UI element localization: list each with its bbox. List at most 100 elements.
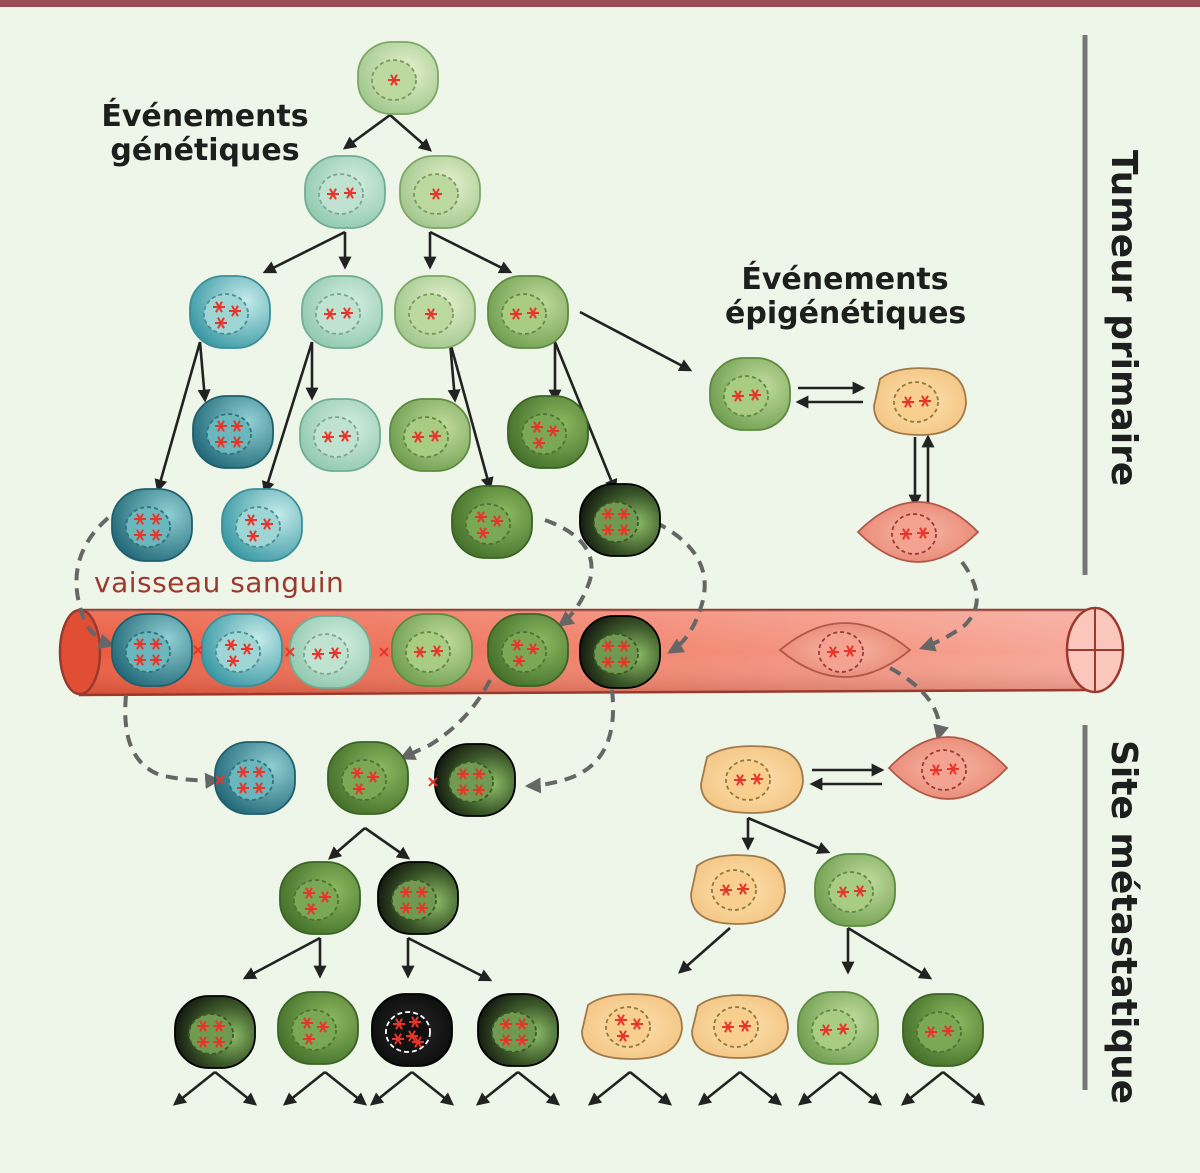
- cell: [304, 155, 386, 229]
- lineage-arrow: [839, 1070, 883, 1106]
- cell: [389, 398, 471, 472]
- migration-arrow: [399, 679, 492, 760]
- cell-nucleus: [891, 513, 937, 555]
- lineage-arrow: [411, 1070, 455, 1106]
- mutation-mark: [602, 508, 614, 520]
- adhesion-mark: [379, 647, 389, 657]
- mutation-mark: [516, 1018, 528, 1030]
- lineage-arrow: [678, 927, 731, 974]
- lineage-arrow: [261, 341, 314, 495]
- cell: [111, 613, 193, 687]
- mutation-mark: [457, 768, 469, 780]
- cell: [902, 993, 984, 1067]
- cell: [581, 993, 683, 1060]
- mutation-mark: [237, 782, 249, 794]
- mutation-mark: [837, 886, 849, 898]
- mutation-mark: [253, 766, 265, 778]
- mutation-mark: [341, 307, 353, 319]
- cell: [477, 993, 559, 1067]
- cell: [507, 395, 589, 469]
- mutation-mark: [919, 395, 931, 407]
- cell-nucleus: [711, 869, 757, 911]
- cell: [192, 395, 274, 469]
- lineage-arrow: [900, 1070, 944, 1106]
- lineage-arrow: [448, 341, 494, 491]
- mutation-mark: [400, 886, 412, 898]
- migration-arrows: [74, 516, 979, 794]
- mutation-mark: [473, 784, 485, 796]
- mutation-mark: [618, 640, 630, 652]
- cell-nucleus: [811, 1009, 857, 1051]
- cell-nucleus: [593, 501, 639, 543]
- mutation-mark: [339, 430, 351, 442]
- mutation-mark: [213, 1020, 225, 1032]
- top-bar: [0, 0, 1200, 7]
- mutation-mark: [416, 886, 428, 898]
- cell-nucleus: [593, 633, 639, 675]
- lineage-arrow: [154, 341, 202, 493]
- mutation-mark: [412, 1036, 424, 1048]
- cell: [174, 995, 256, 1069]
- cell: [691, 994, 789, 1059]
- mutation-mark: [827, 646, 839, 658]
- cell: [394, 275, 476, 349]
- lineage-arrow: [407, 936, 493, 982]
- lineage-arrow: [214, 1070, 258, 1106]
- migration-arrow: [889, 666, 949, 742]
- lineage-arrow: [282, 1070, 326, 1106]
- cell: [377, 861, 459, 935]
- mutation-mark: [225, 639, 237, 651]
- mutation-mark: [631, 1018, 643, 1030]
- mutation-mark: [322, 431, 334, 443]
- cell: [214, 741, 296, 815]
- mutation-mark: [231, 420, 243, 432]
- mutation-mark: [303, 887, 315, 899]
- mutation-mark: [527, 643, 539, 655]
- cell: [111, 488, 193, 562]
- cell-nucleus: [723, 375, 769, 417]
- mutation-mark: [229, 305, 241, 317]
- cell: [797, 991, 879, 1065]
- mutation-mark: [197, 1020, 209, 1032]
- cell: [201, 613, 283, 687]
- cell-nucleus: [448, 761, 494, 803]
- mutation-mark: [500, 1018, 512, 1030]
- mutation-mark: [393, 1018, 405, 1030]
- adhesion-mark: [285, 647, 295, 657]
- mutation-mark: [720, 884, 732, 896]
- mutation-mark: [312, 648, 324, 660]
- cell-nucleus: [405, 631, 451, 673]
- mutation-mark: [751, 773, 763, 785]
- mutation-mark: [602, 640, 614, 652]
- adhesion-mark: [193, 645, 203, 655]
- mutation-mark: [602, 656, 614, 668]
- cell-nucleus: [303, 633, 349, 675]
- cell-nucleus: [465, 503, 511, 545]
- mutation-mark: [477, 527, 489, 539]
- cell: [887, 736, 1009, 800]
- mutation-mark: [213, 301, 225, 313]
- mutation-mark: [917, 527, 929, 539]
- lineage-arrow: [262, 230, 346, 274]
- mutation-mark: [329, 647, 341, 659]
- cell: [434, 743, 516, 817]
- cell: [189, 275, 271, 349]
- mutation-mark: [900, 528, 912, 540]
- lineage-arrow: [328, 827, 366, 860]
- mutation-mark: [303, 1033, 315, 1045]
- migration-arrow: [654, 520, 707, 654]
- mutation-mark: [513, 655, 525, 667]
- mutation-mark: [739, 1020, 751, 1032]
- mutation-mark: [617, 1030, 629, 1042]
- cell-nucleus: [125, 506, 171, 548]
- cell-nucleus: [521, 413, 567, 455]
- mutation-mark: [327, 188, 339, 200]
- mutation-mark: [213, 1036, 225, 1048]
- lineage-arrow: [942, 1070, 986, 1106]
- cell-nucleus: [501, 293, 547, 335]
- mutation-mark: [722, 1021, 734, 1033]
- primary-tumor-label: Tumeur primaire: [1103, 150, 1144, 487]
- mutation-mark: [319, 891, 331, 903]
